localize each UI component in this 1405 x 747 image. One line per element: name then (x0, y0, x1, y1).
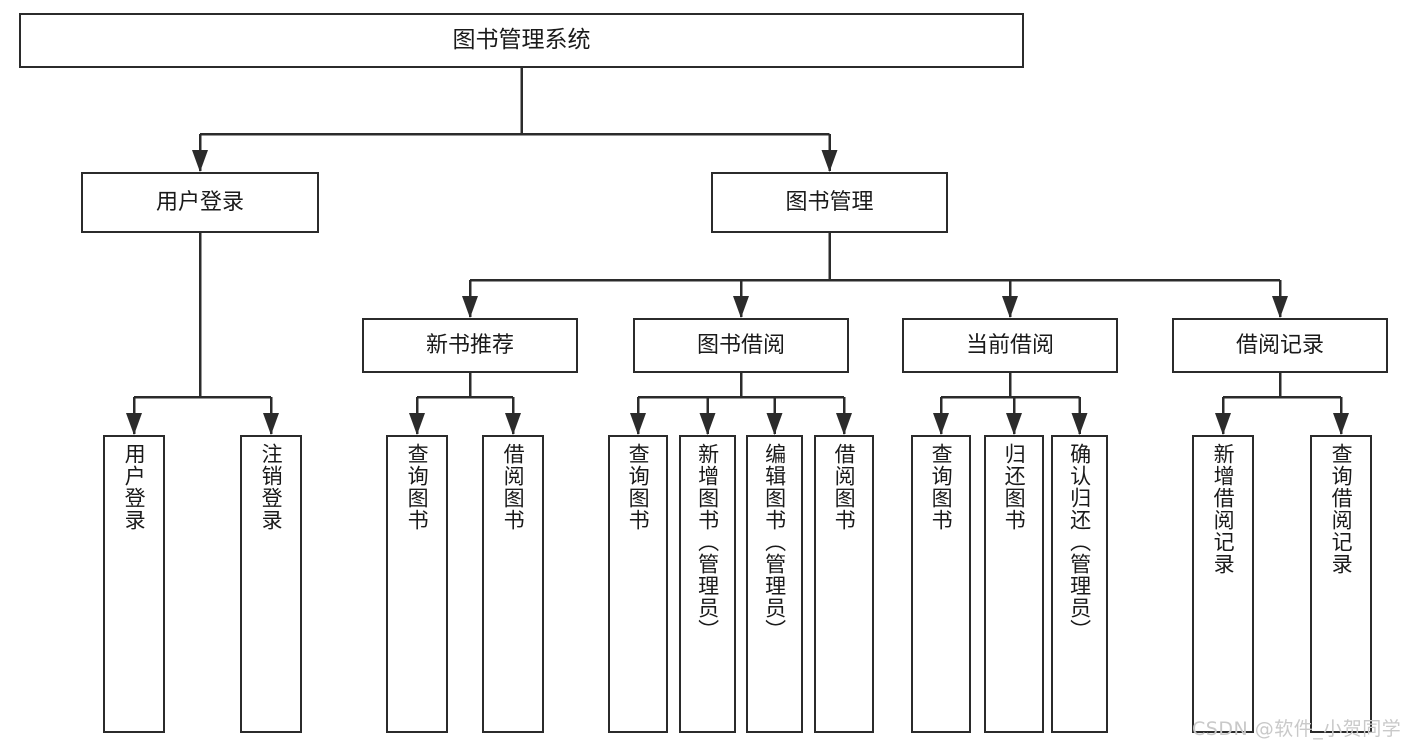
node-label: 确认归还（管理员） (1067, 443, 1092, 641)
node-label: 查询图书 (626, 443, 651, 531)
node-leaf-rec-query[interactable]: 查询借阅记录 (1310, 435, 1372, 733)
node-leaf-nb-borrow[interactable]: 借阅图书 (482, 435, 544, 733)
node-label: 注销登录 (259, 443, 284, 531)
node-leaf-rec-add[interactable]: 新增借阅记录 (1192, 435, 1254, 733)
node-label: 新书推荐 (425, 332, 514, 358)
node-login[interactable]: 用户登录 (81, 172, 319, 233)
node-label: 图书管理 (785, 189, 874, 215)
node-label: 用户登录 (155, 189, 244, 215)
node-label: 查询图书 (929, 443, 954, 531)
node-leaf-user-login[interactable]: 用户登录 (103, 435, 165, 733)
node-leaf-bl-edit[interactable]: 编辑图书（管理员） (746, 435, 803, 733)
node-label: 借阅图书 (832, 443, 857, 531)
node-records[interactable]: 借阅记录 (1172, 318, 1388, 373)
node-label: 查询借阅记录 (1329, 443, 1354, 575)
node-borrow[interactable]: 图书借阅 (633, 318, 849, 373)
node-label: 图书管理系统 (452, 26, 591, 53)
node-label: 借阅记录 (1235, 332, 1324, 358)
node-newbook[interactable]: 新书推荐 (362, 318, 578, 373)
node-label: 借阅图书 (501, 443, 526, 531)
node-label: 编辑图书（管理员） (762, 443, 787, 641)
node-leaf-cur-query[interactable]: 查询图书 (911, 435, 971, 733)
node-leaf-cur-confirm[interactable]: 确认归还（管理员） (1051, 435, 1108, 733)
node-leaf-bl-borrow[interactable]: 借阅图书 (814, 435, 874, 733)
node-bookmgmt[interactable]: 图书管理 (711, 172, 948, 233)
node-leaf-nb-query[interactable]: 查询图书 (386, 435, 448, 733)
node-label: 当前借阅 (965, 332, 1054, 358)
node-label: 用户登录 (122, 443, 147, 531)
node-label: 新增借阅记录 (1211, 443, 1236, 575)
node-leaf-bl-add[interactable]: 新增图书（管理员） (679, 435, 736, 733)
node-leaf-cur-return[interactable]: 归还图书 (984, 435, 1044, 733)
node-label: 归还图书 (1002, 443, 1027, 531)
csdn-watermark: CSDN @软件_小贺同学 (1192, 718, 1402, 740)
node-leaf-user-logout[interactable]: 注销登录 (240, 435, 302, 733)
node-label: 图书借阅 (696, 332, 785, 358)
node-leaf-bl-query[interactable]: 查询图书 (608, 435, 668, 733)
node-current[interactable]: 当前借阅 (902, 318, 1118, 373)
node-label: 查询图书 (405, 443, 430, 531)
node-label: 新增图书（管理员） (695, 443, 720, 641)
node-root[interactable]: 图书管理系统 (19, 13, 1024, 68)
